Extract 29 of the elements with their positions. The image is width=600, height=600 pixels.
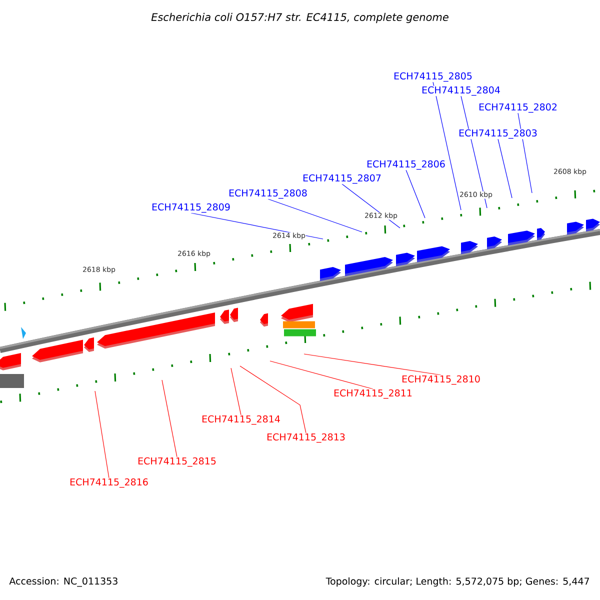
gene-label: ECH74115_2805 (393, 72, 473, 82)
gene-label: ECH74115_2816 (69, 478, 149, 488)
leader-line (94, 390, 110, 478)
gene-label: ECH74115_2814 (201, 414, 281, 426)
leader-line (304, 354, 442, 376)
gene-label: ECH74115_2808 (228, 188, 308, 200)
gene-label: ECH74115_2803 (458, 128, 538, 140)
leader-line (230, 368, 242, 416)
title: Escherichia coli O157:H7 str. EC4115, complete genome (151, 12, 448, 24)
leader-line (498, 138, 512, 198)
gene-label: ECH74115_2802 (478, 102, 558, 114)
leader-line (240, 366, 306, 434)
summary-text: Topology: circular; Length: 5,572,075 bp; Genes: 5,447 (326, 577, 589, 587)
gene-label: ECH74115_2813 (266, 432, 346, 444)
leader-line (162, 380, 178, 458)
gene-label: ECH74115_2809 (151, 202, 231, 214)
leader-line (406, 170, 426, 218)
leader-line (270, 360, 374, 390)
gene-label: ECH74115_2815 (137, 456, 217, 468)
leader-line (432, 82, 462, 210)
gene-label: ECH74115_2807 (302, 174, 382, 184)
leader-line (268, 198, 362, 232)
accession-text: Accession: NC_011353 (9, 577, 118, 587)
gene-label: ECH74115_2811 (333, 388, 413, 400)
leader-line (460, 96, 488, 208)
gene-label: ECH74115_2804 (421, 86, 501, 96)
gene-label: ECH74115_2806 (366, 160, 446, 170)
gene-label: ECH74115_2810 (401, 374, 481, 386)
leader-line (190, 212, 324, 240)
